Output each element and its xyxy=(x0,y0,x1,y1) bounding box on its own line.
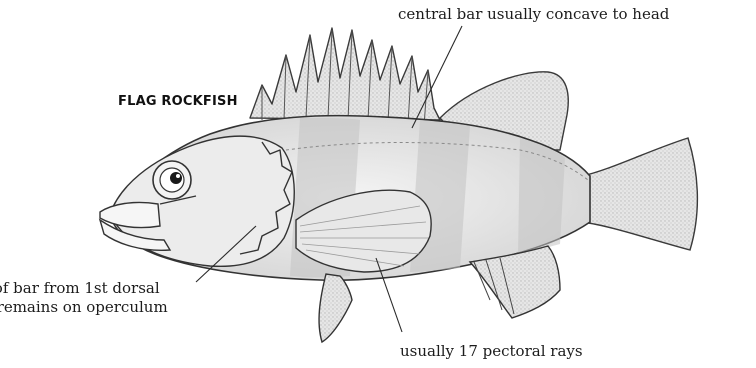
pelvic-fin xyxy=(319,274,352,342)
label-dorsal-bar-line1: t of bar from 1st dorsal xyxy=(0,279,160,297)
label-pectoral-rays: usually 17 pectoral rays xyxy=(400,342,583,360)
fish-eye xyxy=(153,161,191,199)
caudal-fin xyxy=(582,138,697,250)
label-central-bar: central bar usually concave to head xyxy=(398,5,669,23)
spiny-dorsal-fin xyxy=(250,28,440,126)
label-dorsal-bar-line2: e remains on operculum xyxy=(0,298,168,316)
diagram-title: FLAG ROCKFISH xyxy=(118,94,238,109)
